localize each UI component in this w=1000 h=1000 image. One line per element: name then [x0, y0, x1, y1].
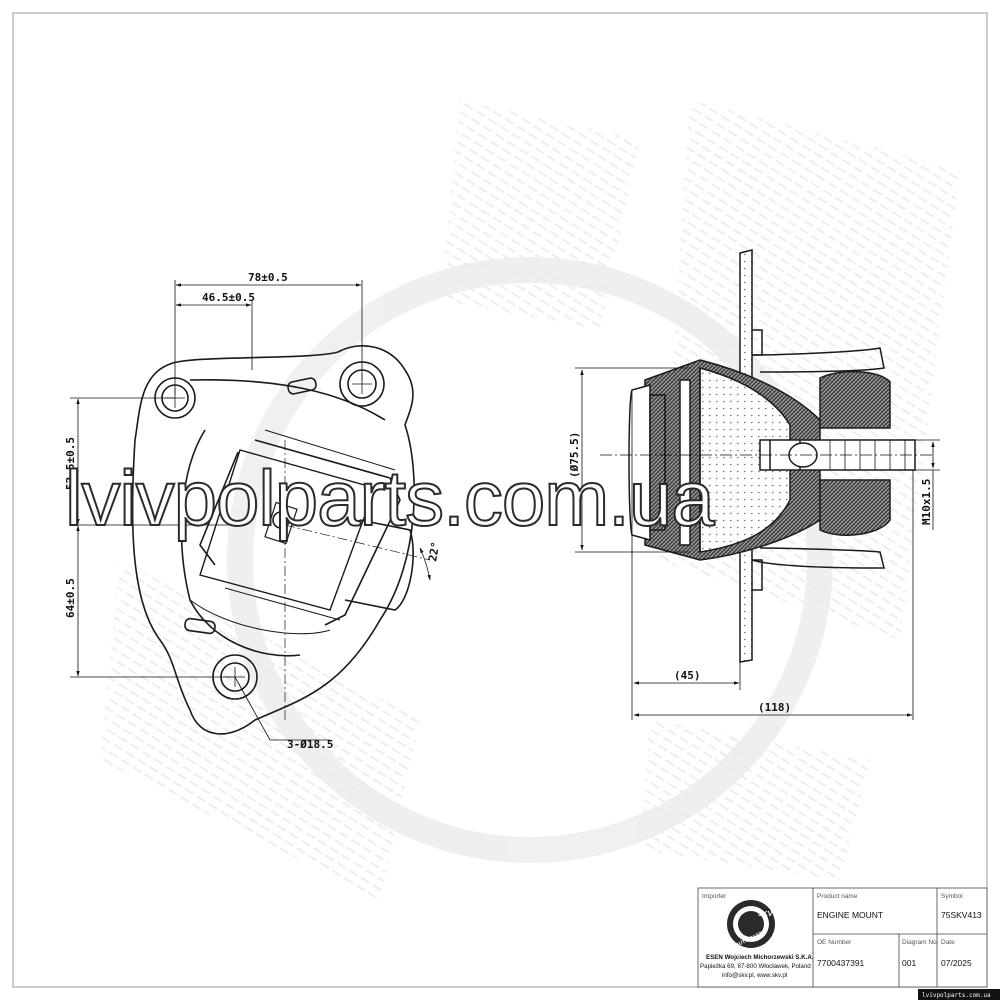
- upper-vertical-dimension: 52.5±0.5: [64, 437, 77, 490]
- date-label: Date: [941, 939, 955, 946]
- company-address: Papieżka 69, 87-800 Włocławek, Poland: [700, 963, 811, 970]
- company-contact: info@skv.pl, www.skv.pl: [722, 972, 787, 979]
- company-name: ESEN Wojciech Michorzewski S.K.A.: [706, 954, 814, 961]
- length-dimension: (118): [758, 701, 791, 714]
- depth-dimension: (45): [674, 669, 701, 682]
- rubber-block: [199, 449, 376, 611]
- lower-vertical-dimension: 64±0.5: [64, 578, 77, 618]
- rubber-core: [699, 367, 791, 553]
- diagram-no: 001: [902, 958, 916, 968]
- angle-dimension: 22°: [426, 541, 442, 563]
- corner-url-background: [918, 989, 1000, 1000]
- diagram-no-label: Diagram No.: [902, 939, 939, 946]
- date-value: 07/2025: [941, 958, 972, 968]
- symbol-label: Symbol: [941, 893, 963, 900]
- holes-dimension: 3-Ø18.5: [287, 738, 333, 751]
- importer-label: Importer: [702, 893, 727, 900]
- section-view-dimensions: [575, 367, 940, 720]
- hole-spacing-dimension: 46.5±0.5: [202, 291, 255, 304]
- corner-url: lvivpolparts.com.ua: [922, 992, 991, 999]
- product-name: ENGINE MOUNT: [817, 910, 883, 920]
- site-watermark: lvivpolparts.com.ua: [65, 454, 715, 542]
- section-view: [628, 249, 916, 663]
- product-name-label: Product name: [817, 893, 858, 900]
- top-view: [131, 345, 431, 735]
- thread-dimension: M10x1.5: [920, 479, 933, 525]
- symbol-value: 75SKV413: [941, 910, 982, 920]
- title-block: SKV AUTO PARTS Importer ESEN Wojciech Mi…: [697, 887, 988, 988]
- company-logo: SKV AUTO PARTS: [727, 900, 775, 949]
- oe-number-label: OE Number: [817, 939, 852, 946]
- drawing-frame: [12, 12, 988, 988]
- diameter-dimension: (Ø75.5): [568, 432, 581, 478]
- svg-text:SKV: SKV: [758, 911, 773, 918]
- overall-width-dimension: 78±0.5: [248, 271, 288, 284]
- bracket-outline: [131, 345, 415, 735]
- top-view-dimensions: [70, 280, 431, 741]
- oe-number: 7700437391: [817, 958, 865, 968]
